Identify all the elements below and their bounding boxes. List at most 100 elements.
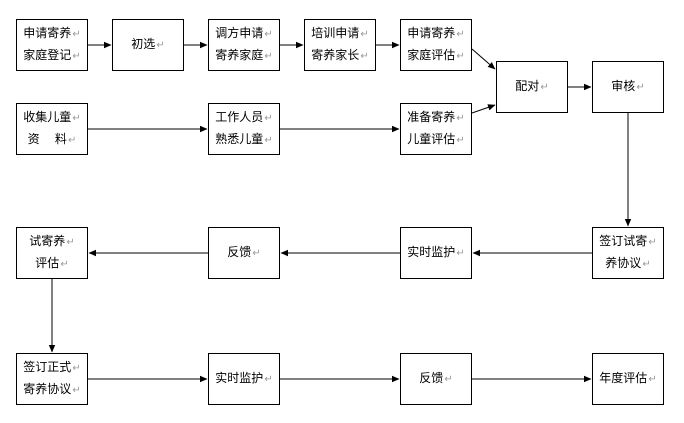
node-label: 养协议: [605, 256, 642, 270]
node-text-line: 寄养家长↵: [311, 45, 368, 67]
node-text-line: 试寄养↵: [29, 231, 74, 253]
node-text-line: 反馈↵: [419, 368, 452, 390]
node-review: 审核↵: [592, 61, 664, 113]
node-feedback-2: 反馈↵: [400, 353, 472, 405]
node-sign-formal-foster-agreement: 签订正式↵寄养协议↵: [16, 353, 88, 405]
node-text-line: 初选↵: [131, 34, 164, 56]
node-text-line: 签订正式↵: [23, 357, 80, 379]
node-text-line: 评估↵: [35, 253, 68, 275]
node-label: 初选: [131, 37, 156, 51]
node-staff-familiarize-child: 工作人员↵熟悉儿童↵: [208, 103, 280, 155]
arrow-n5-to-n9: [471, 48, 496, 70]
node-text-line: 实时监护↵: [215, 368, 272, 390]
node-realtime-monitoring-1: 实时监护↵: [400, 227, 472, 279]
paragraph-mark-icon: ↵: [648, 374, 657, 385]
node-text-line: 调方申请↵: [215, 23, 272, 45]
node-feedback-1: 反馈↵: [208, 227, 280, 279]
paragraph-mark-icon: ↵: [540, 82, 549, 93]
node-apply-foster-family-registration: 申请寄养↵家庭登记↵: [16, 19, 88, 71]
node-text-line: 工作人员↵: [215, 107, 272, 129]
paragraph-mark-icon: ↵: [456, 113, 465, 124]
paragraph-mark-icon: ↵: [642, 259, 651, 270]
node-label: 实时监护: [407, 245, 456, 259]
paragraph-mark-icon: ↵: [67, 135, 77, 146]
paragraph-mark-icon: ↵: [456, 248, 465, 259]
node-label: 配对: [515, 79, 540, 93]
node-text-line: 申请寄养↵: [407, 23, 464, 45]
node-text-line: 寄养协议↵: [23, 379, 80, 401]
node-text-line: 反馈↵: [227, 242, 260, 264]
node-visit-applicant-foster-family: 调方申请↵寄养家庭↵: [208, 19, 280, 71]
node-label: 准备寄养: [407, 110, 456, 124]
paragraph-mark-icon: ↵: [264, 113, 273, 124]
node-trial-foster-evaluation: 试寄养↵评估↵: [16, 227, 88, 279]
node-text-line: 熟悉儿童↵: [215, 129, 272, 151]
node-label: 反馈: [227, 245, 252, 259]
node-label: 寄养协议: [23, 382, 72, 396]
node-matching: 配对↵: [496, 61, 568, 113]
node-annual-evaluation: 年度评估↵: [592, 353, 664, 405]
paragraph-mark-icon: ↵: [360, 29, 369, 40]
node-label: 寄养家长: [311, 48, 360, 62]
paragraph-mark-icon: ↵: [60, 259, 69, 270]
node-text-line: 培训申请↵: [311, 23, 368, 45]
paragraph-mark-icon: ↵: [444, 374, 453, 385]
node-text-line: 实时监护↵: [407, 242, 464, 264]
node-label: 签订正式: [23, 360, 72, 374]
node-text-line: 审核↵: [611, 76, 644, 98]
paragraph-mark-icon: ↵: [72, 113, 81, 124]
node-label: 年度评估: [599, 371, 648, 385]
node-label: 工作人员: [215, 110, 264, 124]
node-label: 申请寄养: [23, 26, 72, 40]
paragraph-mark-icon: ↵: [648, 237, 657, 248]
node-label: 资 料: [27, 132, 67, 146]
node-text-line: 家庭登记↵: [23, 45, 80, 67]
node-text-line: 收集儿童↵: [23, 107, 80, 129]
node-label: 审核: [611, 79, 636, 93]
paragraph-mark-icon: ↵: [72, 385, 81, 396]
paragraph-mark-icon: ↵: [156, 40, 165, 51]
node-label: 试寄养: [29, 234, 66, 248]
node-text-line: 申请寄养↵: [23, 23, 80, 45]
node-realtime-monitoring-2: 实时监护↵: [208, 353, 280, 405]
paragraph-mark-icon: ↵: [456, 51, 465, 62]
node-label: 签订试寄: [599, 234, 648, 248]
paragraph-mark-icon: ↵: [264, 51, 273, 62]
paragraph-mark-icon: ↵: [456, 135, 465, 146]
node-prepare-foster-child-assessment: 准备寄养↵儿童评估↵: [400, 103, 472, 155]
node-label: 评估: [35, 256, 60, 270]
node-label: 反馈: [419, 371, 444, 385]
node-text-line: 配对↵: [515, 76, 548, 98]
paragraph-mark-icon: ↵: [264, 135, 273, 146]
node-collect-child-information: 收集儿童↵资 料↵: [16, 103, 88, 155]
node-label: 收集儿童: [23, 110, 72, 124]
node-text-line: 养协议↵: [605, 253, 650, 275]
node-preliminary-selection: 初选↵: [112, 19, 184, 71]
node-label: 熟悉儿童: [215, 132, 264, 146]
paragraph-mark-icon: ↵: [360, 51, 369, 62]
node-label: 实时监护: [215, 371, 264, 385]
node-label: 家庭登记: [23, 48, 72, 62]
node-label: 调方申请: [215, 26, 264, 40]
paragraph-mark-icon: ↵: [636, 82, 645, 93]
paragraph-mark-icon: ↵: [72, 51, 81, 62]
node-text-line: 年度评估↵: [599, 368, 656, 390]
node-train-applicant-foster-parents: 培训申请↵寄养家长↵: [304, 19, 376, 71]
paragraph-mark-icon: ↵: [66, 237, 75, 248]
node-label: 寄养家庭: [215, 48, 264, 62]
node-text-line: 资 料↵: [28, 129, 77, 151]
node-text-line: 签订试寄↵: [599, 231, 656, 253]
node-label: 培训申请: [311, 26, 360, 40]
node-label: 申请寄养: [407, 26, 456, 40]
node-text-line: 家庭评估↵: [407, 45, 464, 67]
node-text-line: 准备寄养↵: [407, 107, 464, 129]
node-applicant-family-assessment: 申请寄养↵家庭评估↵: [400, 19, 472, 71]
node-label: 儿童评估: [407, 132, 456, 146]
paragraph-mark-icon: ↵: [72, 363, 81, 374]
paragraph-mark-icon: ↵: [264, 29, 273, 40]
paragraph-mark-icon: ↵: [264, 374, 273, 385]
node-text-line: 儿童评估↵: [407, 129, 464, 151]
node-sign-trial-foster-agreement: 签订试寄↵养协议↵: [592, 227, 664, 279]
